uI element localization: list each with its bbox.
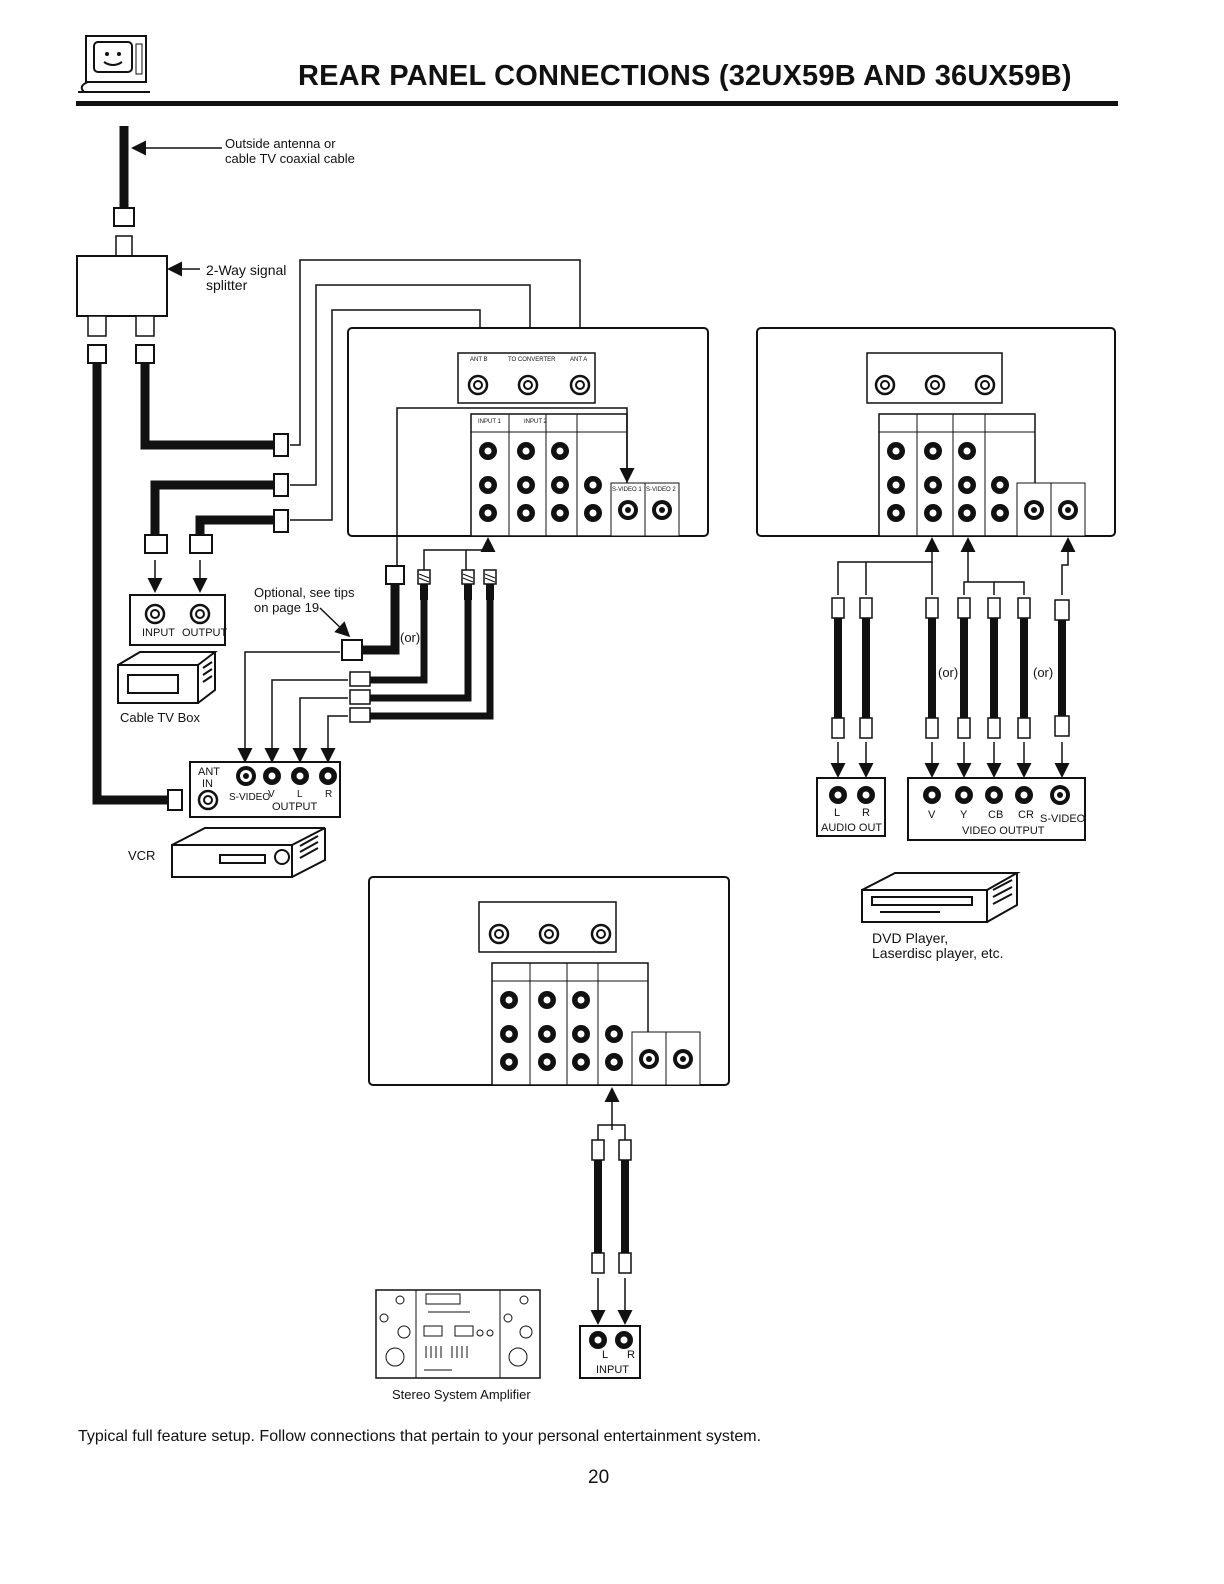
- vcr-icon: [171, 827, 326, 878]
- panel1-input2: INPUT 2: [524, 419, 547, 425]
- dvd-player-icon: [861, 872, 1021, 923]
- vcr-ant-label-2: IN: [202, 778, 213, 790]
- vcr-label: VCR: [128, 848, 156, 863]
- optional-label-line1: Optional, see tips: [254, 585, 355, 600]
- dvd-audio-out-label: AUDIO OUT: [821, 822, 883, 834]
- caption: Typical full feature setup. Follow conne…: [78, 1428, 762, 1445]
- amp-input-label: INPUT: [596, 1364, 629, 1376]
- dvd-cb-label: CB: [988, 809, 1004, 821]
- or-label-left: (or): [400, 630, 421, 645]
- cable-box-label: Cable TV Box: [120, 710, 200, 725]
- dvd-r-label: R: [862, 807, 870, 819]
- amplifier-label: Stereo System Amplifier: [392, 1387, 531, 1402]
- vcr-ant-label-1: ANT: [198, 766, 220, 778]
- title-rule: [76, 101, 1118, 106]
- panel1-input1: INPUT 1: [478, 419, 501, 425]
- cable-box-input-label: INPUT: [142, 627, 175, 639]
- dvd-v-label: V: [928, 809, 936, 821]
- amp-r-label: R: [627, 1349, 635, 1361]
- or-label-right-2: (or): [1033, 665, 1054, 680]
- dvd-svideo-label: S-VIDEO: [1040, 813, 1086, 825]
- cable-box-icon: [117, 651, 218, 704]
- dvd-l-label: L: [834, 807, 841, 819]
- dvd-video-output-label: VIDEO OUTPUT: [962, 825, 1045, 837]
- cable-box-output-label: OUTPUT: [182, 627, 228, 639]
- panel1-to-converter: TO CONVERTER: [508, 357, 556, 363]
- vcr-v-label: V: [268, 789, 275, 800]
- vcr-svideo-label: S-VIDEO: [229, 792, 271, 803]
- vcr-r-label: R: [325, 789, 333, 800]
- panel1-ant-a: ANT A: [570, 357, 588, 363]
- stereo-amplifier-icon: [375, 1289, 541, 1379]
- splitter-label-line2: splitter: [206, 277, 248, 293]
- page-number: 20: [588, 1467, 610, 1488]
- or-label-right-1: (or): [938, 665, 959, 680]
- antenna-label-line1: Outside antenna or: [225, 136, 336, 151]
- panel1-ant-b: ANT B: [470, 357, 488, 363]
- panel1-svideo1: S-VIDEO 1: [612, 487, 642, 493]
- optional-label-line2: on page 19: [254, 600, 320, 615]
- amp-l-label: L: [602, 1349, 609, 1361]
- dvd-label-line1: DVD Player,: [872, 930, 949, 946]
- vcr-output-label: OUTPUT: [272, 801, 318, 813]
- antenna-label-line2: cable TV coaxial cable: [225, 151, 355, 166]
- logo-icon: [74, 32, 154, 94]
- dvd-cr-label: CR: [1018, 809, 1034, 821]
- vcr-l-label: L: [297, 789, 303, 800]
- dvd-label-line2: Laserdisc player, etc.: [872, 945, 1004, 961]
- splitter-label-line1: 2-Way signal: [206, 262, 287, 278]
- panel1-svideo2: S-VIDEO 2: [646, 487, 676, 493]
- page-title: REAR PANEL CONNECTIONS (32UX59B AND 36UX…: [298, 60, 1072, 92]
- dvd-y-label: Y: [960, 809, 968, 821]
